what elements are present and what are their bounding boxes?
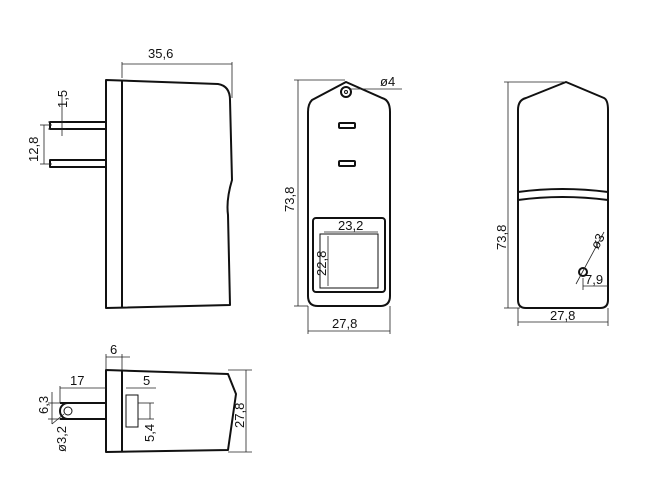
top-pin-hole-label: ø3,2 xyxy=(54,426,69,452)
top-collar-gap-label: 5 xyxy=(143,373,150,388)
front-view-window-outer xyxy=(312,217,386,293)
top-pin-length-label: 17 xyxy=(70,373,84,388)
front-width-label: 27,8 xyxy=(332,316,357,331)
front-hole-label: ø4 xyxy=(380,74,395,89)
side-view-body xyxy=(105,79,233,309)
side-pin-spacing-label: 12,8 xyxy=(26,137,41,162)
front-view-slot-bottom xyxy=(338,160,356,167)
top-view: 6 17 5 6,3 ø3,2 5,4 27,8 xyxy=(36,342,252,453)
front-window-height-label: 22,8 xyxy=(314,251,329,276)
back-led-offset-label: 7,9 xyxy=(585,272,603,287)
top-pin-height-label: 6,3 xyxy=(36,396,51,414)
back-view-band xyxy=(517,188,609,201)
side-view-pin-top xyxy=(49,121,107,130)
side-width-label: 35,6 xyxy=(148,46,173,61)
top-view-pin-root xyxy=(125,394,139,428)
side-pin-thickness-label: 1,5 xyxy=(55,90,70,108)
side-view-pin-bottom xyxy=(49,159,107,168)
back-view-body xyxy=(517,81,609,309)
back-view: 73,8 27,8 ø3 7,9 xyxy=(494,81,609,326)
front-view: 73,8 27,8 ø4 23,2 22,8 xyxy=(282,74,402,334)
top-collar-width-label: 6 xyxy=(110,342,117,357)
top-depth-label: 27,8 xyxy=(232,403,247,428)
front-view-window-inner xyxy=(319,233,379,289)
front-height-label: 73,8 xyxy=(282,187,297,212)
back-width-label: 27,8 xyxy=(550,308,575,323)
top-view-pin xyxy=(59,402,106,420)
front-view-body xyxy=(307,81,391,307)
front-view-slot-top xyxy=(338,122,356,129)
front-window-width-label: 23,2 xyxy=(338,218,363,233)
front-view-hole xyxy=(340,86,352,98)
top-view-body xyxy=(105,369,237,453)
top-view-pin-hole xyxy=(63,406,73,416)
top-pin-tip-label: 5,4 xyxy=(142,424,157,442)
back-height-label: 73,8 xyxy=(494,225,509,250)
back-view-led xyxy=(578,267,588,277)
side-view: 35,6 1,5 12,8 xyxy=(26,46,233,309)
back-led-label: ø3 xyxy=(587,231,607,251)
